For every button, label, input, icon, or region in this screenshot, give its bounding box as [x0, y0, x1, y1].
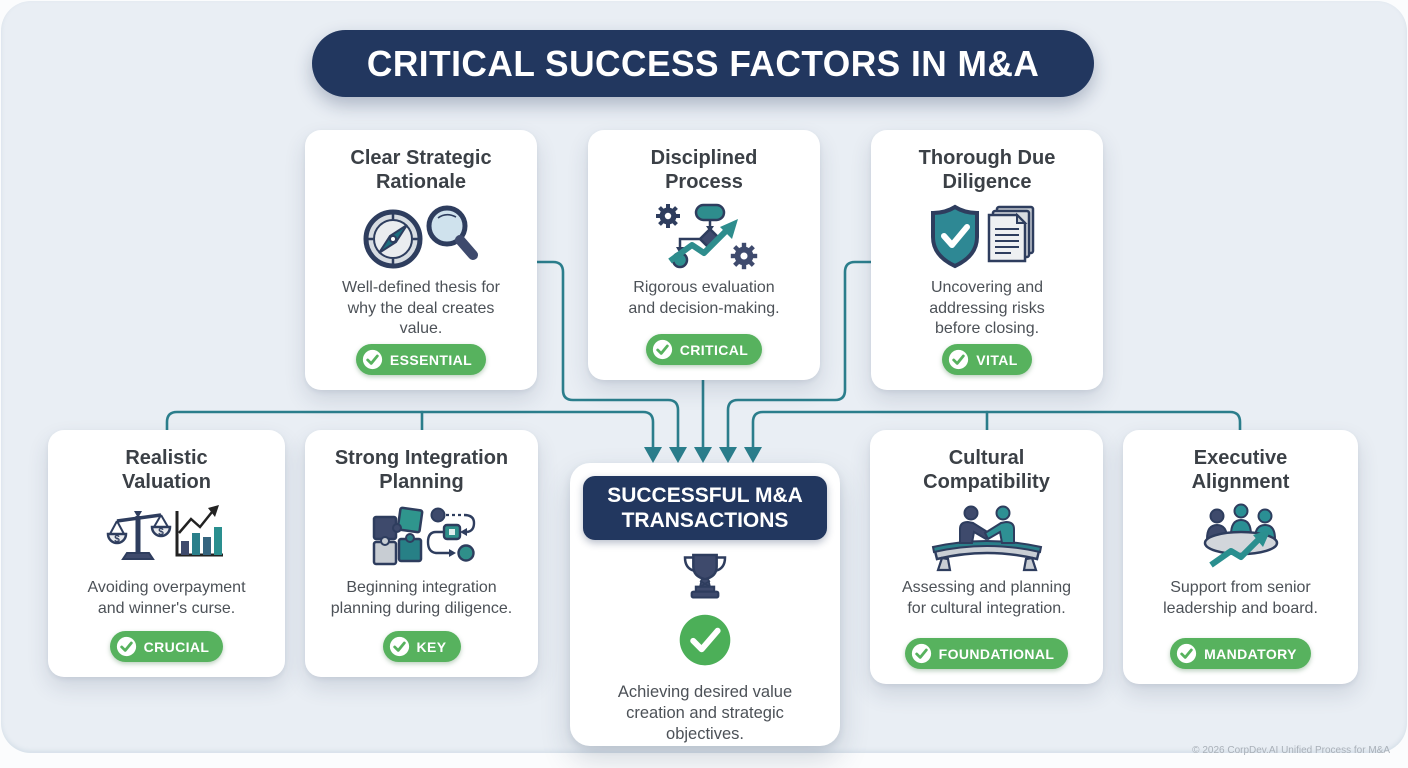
- card-description: Support from senior leadership and board…: [1163, 579, 1318, 617]
- check-icon: [949, 349, 969, 370]
- center-node-successful-ma-transactions: SUCCESSFUL M&A TRANSACTIONS Achieving de…: [570, 463, 840, 746]
- trophy-icon: [678, 550, 732, 605]
- factor-card-strong-integration-planning: Strong Integration Planning Beginning in…: [305, 430, 538, 677]
- card-description: Assessing and planning for cultural inte…: [901, 579, 1071, 617]
- badge-critical: CRITICAL: [645, 334, 763, 365]
- card-title: Cultural Compatibility: [923, 447, 1050, 493]
- badge-foundational: FOUNDATIONAL: [904, 638, 1069, 669]
- title-banner: CRITICAL SUCCESS FACTORS IN M&A: [312, 30, 1094, 97]
- factor-card-realistic-valuation: Realistic Valuation $ $ Avoiding overpay…: [48, 430, 285, 677]
- badge-label: CRUCIAL: [143, 638, 210, 655]
- badge-label: KEY: [416, 638, 447, 655]
- factor-card-thorough-due-diligence: Thorough Due Diligence Uncovering and ad…: [871, 130, 1103, 390]
- center-node-header: SUCCESSFUL M&A TRANSACTIONS: [583, 476, 827, 540]
- svg-text:$: $: [158, 527, 164, 538]
- svg-text:$: $: [114, 534, 120, 545]
- page-title: CRITICAL SUCCESS FACTORS IN M&A: [366, 42, 1040, 84]
- card-description: Avoiding overpayment and winner's curse.: [87, 579, 246, 617]
- badge-essential: ESSENTIAL: [355, 344, 487, 375]
- shield-documents-icon: [917, 201, 1057, 273]
- check-icon: [389, 636, 409, 657]
- factor-card-disciplined-process: Disciplined Process: [588, 130, 820, 380]
- card-title: Realistic Valuation: [122, 447, 211, 493]
- factor-card-cultural-compatibility: Cultural Compatibility Assessing and pla…: [870, 430, 1103, 684]
- badge-label: FOUNDATIONAL: [938, 645, 1055, 662]
- check-icon: [911, 643, 931, 664]
- puzzle-flow-icon: [347, 501, 497, 573]
- check-icon: [362, 349, 383, 370]
- badge-label: VITAL: [976, 351, 1018, 368]
- badge-key: KEY: [382, 631, 461, 662]
- badge-vital: VITAL: [942, 344, 1032, 375]
- badge-label: ESSENTIAL: [389, 351, 473, 368]
- check-circle-icon: [678, 613, 732, 672]
- badge-label: MANDATORY: [1204, 645, 1297, 662]
- card-description: Uncovering and addressing risks before c…: [929, 279, 1045, 338]
- copyright-note: © 2026 CorpDev.AI Unified Process for M&…: [1192, 745, 1390, 756]
- check-icon: [116, 636, 136, 657]
- meeting-arrow-icon: [1171, 501, 1311, 573]
- handshake-bridge-icon: [912, 501, 1062, 573]
- card-description: Beginning integration planning during di…: [330, 579, 513, 617]
- card-title: Strong Integration Planning: [334, 447, 509, 493]
- factor-card-executive-alignment: Executive Alignment Support from senior …: [1123, 430, 1358, 684]
- card-description: Rigorous evaluation and decision-making.: [628, 279, 780, 317]
- card-description: Well-defined thesis for why the deal cre…: [342, 279, 500, 338]
- check-icon: [652, 339, 672, 360]
- badge-mandatory: MANDATORY: [1170, 638, 1311, 669]
- card-title: Executive Alignment: [1191, 447, 1290, 493]
- badge-label: CRITICAL: [679, 341, 749, 358]
- center-node-title: SUCCESSFUL M&A TRANSACTIONS: [607, 483, 803, 532]
- center-node-description: Achieving desired value creation and str…: [617, 683, 793, 744]
- flowchart-gears-icon: [634, 201, 774, 273]
- check-icon: [1176, 643, 1197, 664]
- badge-crucial: CRUCIAL: [109, 631, 224, 662]
- card-title: Thorough Due Diligence: [918, 147, 1056, 193]
- card-title: Disciplined Process: [650, 147, 758, 193]
- scales-barchart-icon: $ $: [92, 501, 242, 573]
- factor-card-clear-strategic-rationale: Clear Strategic Rationale Well-defined t…: [305, 130, 537, 390]
- card-title: Clear Strategic Rationale: [350, 147, 492, 193]
- compass-magnifier-icon: [346, 201, 496, 273]
